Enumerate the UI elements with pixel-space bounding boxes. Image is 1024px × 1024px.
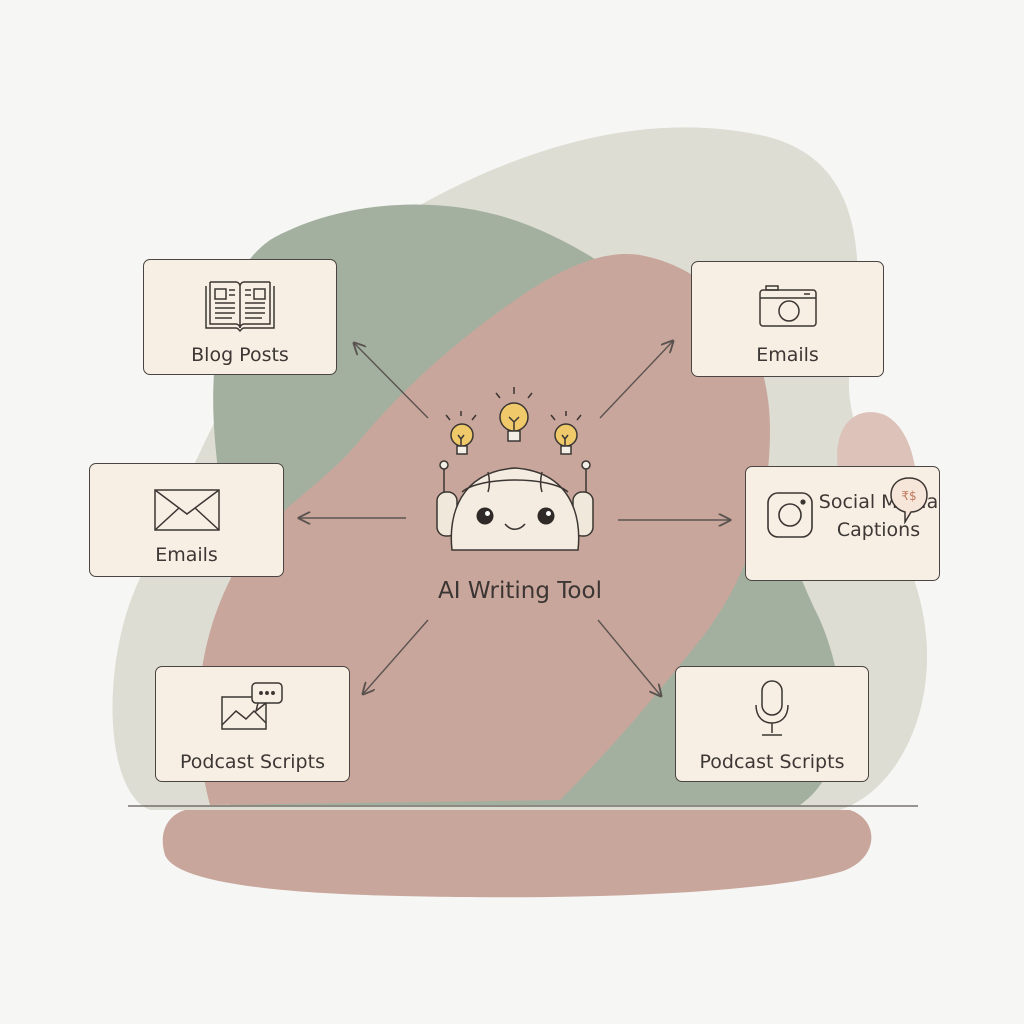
output-label: Blog Posts (191, 344, 289, 366)
output-label: Podcast Scripts (180, 751, 325, 773)
instagram-icon (767, 492, 813, 538)
lightbulb-left-icon (445, 411, 477, 455)
open-book-icon (205, 281, 275, 333)
output-card-podcast-scripts-left[interactable]: Podcast Scripts (155, 666, 350, 782)
center-title: AI Writing Tool (438, 578, 602, 604)
output-card-emails-left[interactable]: Emails (89, 463, 284, 577)
connectors (299, 341, 730, 696)
svg-text:₹$: ₹$ (901, 489, 916, 503)
envelope-icon (153, 489, 220, 531)
connector-podcast-right (597, 619, 661, 696)
output-label: Emails (155, 544, 218, 566)
output-label: Podcast Scripts (699, 751, 845, 773)
image-chat-icon (220, 682, 283, 730)
output-card-social-media-captions[interactable]: Social Media Captions ₹$ (745, 466, 940, 581)
connector-emails-top (599, 341, 673, 419)
output-card-podcast-scripts-right[interactable]: Podcast Scripts (675, 666, 869, 782)
output-card-emails-top[interactable]: Emails (691, 261, 884, 377)
lightbulb-right-icon (550, 411, 582, 455)
lightbulb-middle-icon (495, 387, 533, 442)
floor-shadow (162, 810, 872, 898)
camera-icon (758, 285, 817, 327)
microphone-icon (755, 680, 789, 736)
connector-podcast-left (363, 619, 429, 694)
speech-bubble-icon: ₹$ (890, 477, 928, 524)
output-card-blog-posts[interactable]: Blog Posts (143, 259, 337, 375)
robot-with-lightbulbs-icon (436, 387, 594, 551)
output-label: Emails (756, 344, 819, 366)
connector-blog-posts (354, 343, 429, 419)
